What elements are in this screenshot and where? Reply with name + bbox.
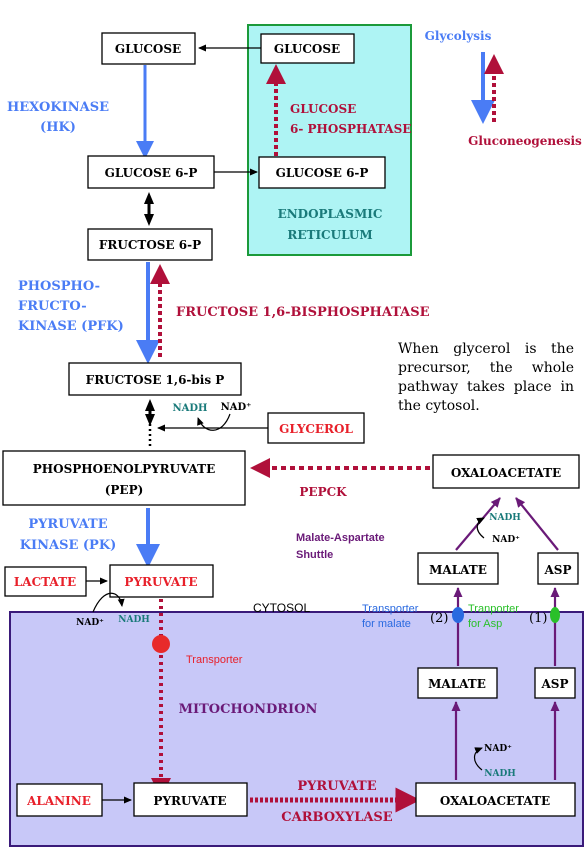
lactate-nad-label: NAD⁺ — [76, 618, 104, 628]
asp-transporter-label-1: Tranporter — [468, 603, 519, 615]
malate-transporter-label-2: for malate — [362, 618, 411, 630]
fbpase-label: FRUCTOSE 1,6-BISPHOSPHATASE — [176, 305, 430, 320]
asp-to-oaa-arrow — [515, 497, 559, 551]
er-label-1: ENDOPLASMIC — [278, 207, 383, 221]
asp-transporter-number: (1) — [529, 611, 547, 626]
mito-nadh-curve — [473, 747, 483, 771]
pk-label-2: KINASE (PK) — [20, 538, 117, 553]
cytosol-malate-box — [417, 552, 499, 585]
shuttle-label-1: Malate-Aspartate — [296, 532, 385, 544]
pyruvate-box — [109, 564, 214, 598]
fructose16bp-box — [68, 362, 242, 396]
pepck-label: PEPCK — [299, 485, 347, 499]
glycerol-nad-label: NAD⁺ — [221, 402, 252, 413]
hexokinase-label-1: HEXOKINASE — [7, 100, 109, 115]
glycerol-nadh-curve — [197, 413, 231, 431]
pk-label-1: PYRUVATE — [28, 517, 107, 532]
mito-asp-box — [534, 667, 576, 699]
pep-label-1: PHOSPHOENOLPYRUVATE — [33, 462, 215, 476]
er-glucose6p-label: GLUCOSE 6-P — [276, 166, 369, 180]
pep-box — [2, 450, 246, 506]
pfk-label-2: FRUCTO- — [18, 299, 87, 314]
shuttle-nadh-label: NADH — [489, 513, 521, 523]
oaa-box — [432, 454, 580, 489]
cytosol-asp-label: ASP — [544, 563, 572, 577]
shuttle-nad-label: NAD⁺ — [492, 535, 520, 545]
pyruvate-transporter-label: Transporter — [186, 654, 243, 666]
glucose-box — [101, 32, 196, 65]
malate-transporter — [452, 607, 464, 623]
mito-asp-label: ASP — [541, 677, 569, 691]
g6pase-label-2: 6- PHOSPHATASE — [290, 122, 411, 136]
asp-transporter — [550, 607, 560, 623]
cytosol-label: CYTOSOL — [253, 601, 310, 615]
er-label-2: RETICULUM — [287, 228, 372, 242]
alanine-label: ALANINE — [26, 794, 91, 808]
glycerol-label: GLYCEROL — [279, 422, 353, 436]
shuttle-nadh-curve — [476, 517, 485, 539]
mito-oaa-label: OXALOACETATE — [440, 794, 550, 808]
glycerol-nadh-label: NADH — [172, 403, 207, 414]
malate-transporter-label-1: Transporter — [362, 603, 419, 615]
mito-pyruvate-label: PYRUVATE — [153, 794, 226, 808]
malate-transporter-number: (2) — [430, 611, 448, 626]
glucose-label: GLUCOSE — [115, 42, 181, 56]
legend-gluconeogenesis: Gluconeogenesis — [468, 134, 582, 148]
hexokinase-label-2: (HK) — [40, 120, 76, 135]
mito-nadh-label: NADH — [484, 769, 516, 779]
cytosol-asp-box — [537, 552, 579, 585]
glucose6p-label: GLUCOSE 6-P — [105, 166, 198, 180]
lactate-box — [4, 566, 87, 597]
pyruvate-transporter — [152, 635, 170, 653]
pc-label-1: PYRUVATE — [297, 779, 376, 794]
pc-label-2: CARBOXYLASE — [281, 810, 393, 825]
pep-label-2: (PEP) — [105, 483, 144, 497]
lactate-nadh-curve — [92, 592, 125, 613]
mito-malate-label: MALATE — [428, 677, 486, 691]
lactate-label: LACTATE — [14, 575, 76, 589]
pfk-label-3: KINASE (PFK) — [18, 319, 124, 334]
shuttle-label-2: Shuttle — [296, 549, 333, 561]
fructose16bp-label: FRUCTOSE 1,6-bis P — [86, 373, 225, 387]
mitochondrion-label: MITOCHONDRION — [179, 702, 318, 717]
fructose6p-label: FRUCTOSE 6-P — [99, 238, 201, 252]
oaa-label: OXALOACETATE — [451, 466, 561, 480]
mito-nad-label: NAD⁺ — [484, 744, 512, 754]
glycerol-note: When glycerol is the precursor, the whol… — [398, 341, 574, 414]
legend-glycolysis: Glycolysis — [425, 29, 492, 43]
fructose6p-box — [87, 228, 213, 261]
pyruvate-label: PYRUVATE — [124, 575, 197, 589]
asp-transporter-label-2: for Asp — [468, 618, 502, 630]
lactate-nadh-label: NADH — [118, 615, 150, 625]
pfk-label-1: PHOSPHO- — [18, 279, 100, 294]
mito-oaa-box — [415, 782, 576, 817]
mito-pyruvate-box — [133, 782, 248, 817]
alanine-box — [16, 783, 103, 817]
er-glucose-label: GLUCOSE — [274, 42, 340, 56]
cytosol-malate-label: MALATE — [429, 563, 487, 577]
er-glucose6p-box — [258, 156, 386, 189]
mito-malate-box — [417, 667, 498, 699]
glycerol-box — [267, 412, 365, 444]
g6pase-label-1: GLUCOSE — [290, 102, 356, 116]
